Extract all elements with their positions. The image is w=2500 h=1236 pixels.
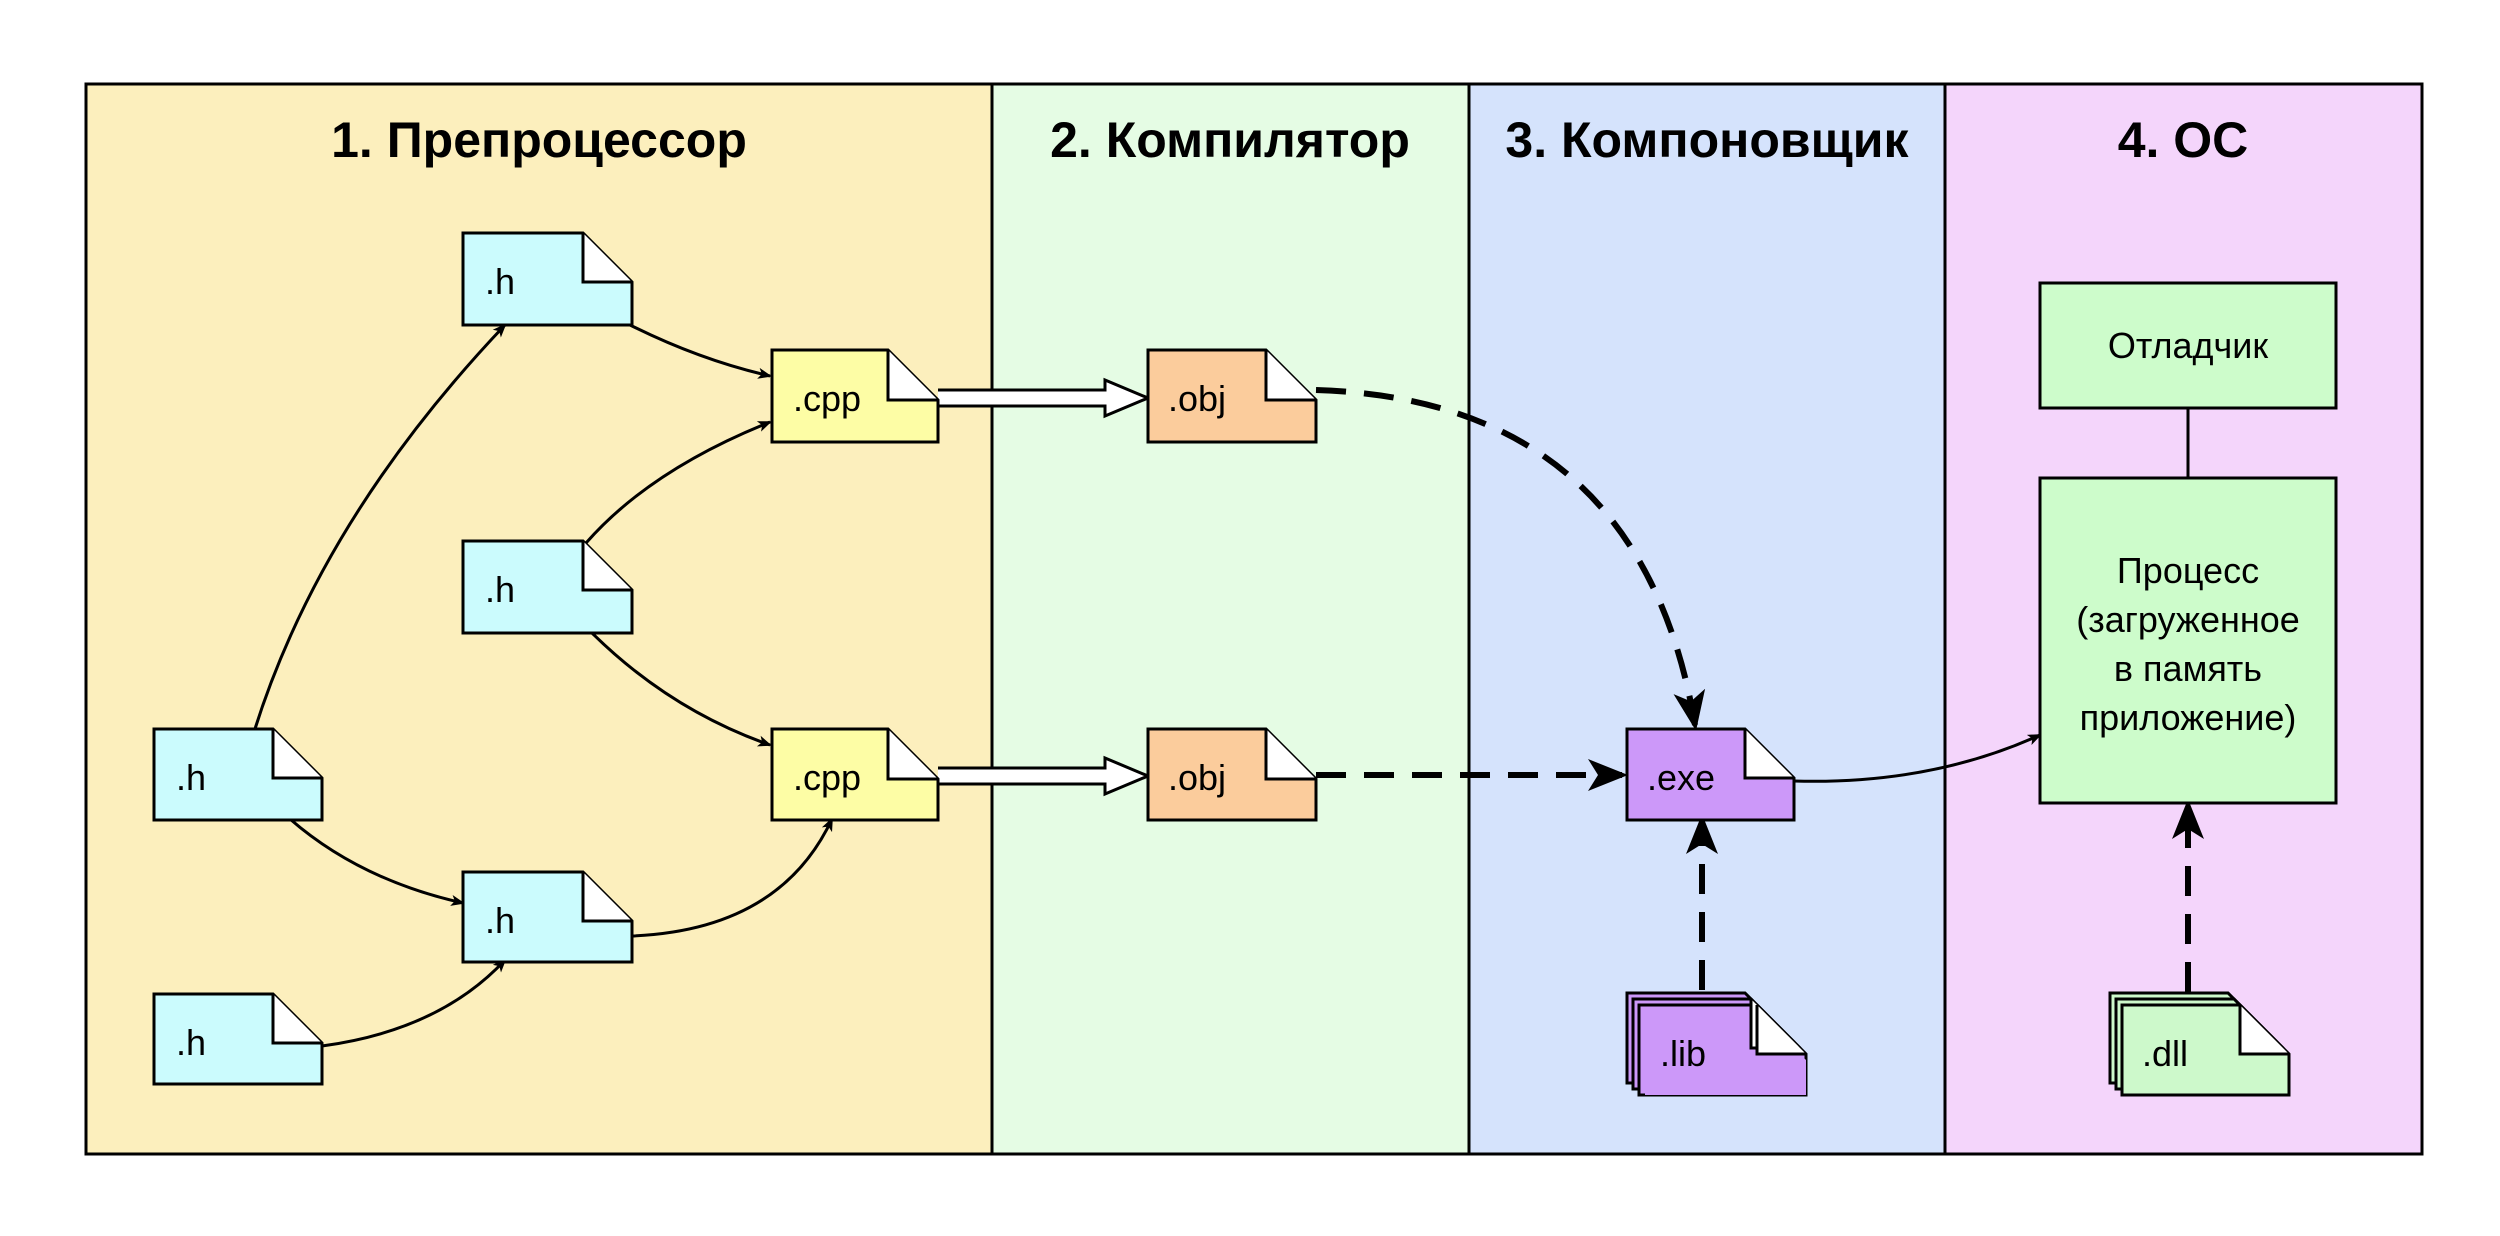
file-header-bottom: .h [152,992,324,1086]
file-header-left: .h [152,727,324,822]
arrow-hmid-to-cpp-bottom [590,631,772,747]
arrow-hleft-to-htop [252,323,507,733]
file-header-middle: .h [461,539,634,635]
file-obj-bottom: .obj [1146,727,1318,822]
arrow-hmid-to-cpp-top [584,420,772,544]
file-exe: .exe [1625,727,1796,822]
arrow-hleft-to-hlow [289,817,466,906]
file-header-lower: .h [461,870,634,964]
stage-panel-linker [1469,84,1945,1154]
file-obj-top: .obj [1146,348,1318,444]
stage-panel-compiler [992,84,1469,1154]
stage-title-compiler: 2. Компилятор [1050,112,1410,168]
file-label: .lib [1660,1033,1706,1074]
process-label-line-3: в память [2114,648,2262,689]
file-label: .cpp [793,757,861,798]
file-label: .h [485,261,515,302]
file-label: .obj [1168,757,1226,798]
file-lib-stack: .lib [1625,991,1808,1097]
file-label: .dll [2142,1033,2188,1074]
debugger-box: Отладчик [2038,281,2338,410]
debugger-label: Отладчик [2108,325,2269,366]
file-label: .obj [1168,378,1226,419]
arrow-hbottom-to-hlow [321,958,507,1048]
arrow-hlow-to-cpp-bottom [631,817,834,938]
file-label: .exe [1647,757,1715,798]
arrow-h-to-cpp-top [629,323,773,379]
file-label: .h [176,1022,206,1063]
file-cpp-bottom: .cpp [770,727,940,822]
file-label: .h [485,900,515,941]
process-label-line-2: (загруженное [2076,599,2300,640]
stage-title-linker: 3. Компоновщик [1505,112,1909,168]
process-label-line-1: Процесс [2117,550,2259,591]
file-cpp-top: .cpp [770,348,940,444]
process-label-line-4: приложение) [2080,697,2297,738]
stage-title-preprocessor: 1. Препроцессор [331,112,747,168]
file-label: .cpp [793,378,861,419]
file-label: .h [176,757,206,798]
file-label: .h [485,569,515,610]
arrow-exe-to-process [1793,733,2042,783]
stage-title-os: 4. ОС [2118,112,2249,168]
process-box: Процесс (загруженное в память приложение… [2038,476,2338,805]
file-dll-stack: .dll [2108,991,2291,1097]
file-header-top: .h [461,231,634,327]
